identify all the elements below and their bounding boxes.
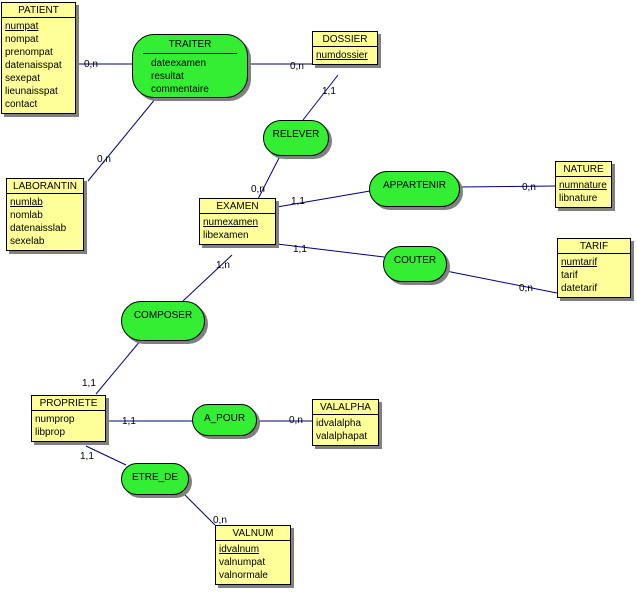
entity-nature[interactable]: NATURE numnature libnature xyxy=(555,161,612,208)
cardinality-laborantin-traiter: 0,n xyxy=(97,154,111,165)
association-title: COMPOSER xyxy=(133,310,193,321)
cardinality-tarif-couter: 0,n xyxy=(519,283,533,294)
cardinality-propriete-composer: 1,1 xyxy=(82,378,96,389)
entity-valalpha[interactable]: VALALPHA idvalalpha valalphapat xyxy=(312,399,379,446)
attribute: valnumpat xyxy=(219,557,266,568)
cardinality-valnum-etre-de: 0,n xyxy=(213,515,227,526)
attribute: dateexamen xyxy=(151,58,207,69)
entity-attributes: numdossier xyxy=(313,47,377,64)
entity-examen[interactable]: EXAMEN numexamen libexamen xyxy=(199,198,276,245)
entity-patient[interactable]: PATIENT numpat nompat prenompat datenais… xyxy=(1,2,76,114)
association-title: ETRE_DE xyxy=(131,472,179,483)
association-title: COUTER xyxy=(393,255,437,266)
cardinality-dossier-traiter: 0,n xyxy=(290,61,304,72)
entity-attributes: idvalnum valnumpat valnormale xyxy=(216,541,290,584)
attribute: idvalalpha xyxy=(316,418,362,429)
association-a-pour[interactable]: A_POUR xyxy=(192,404,257,436)
attribute: idvalnum xyxy=(219,544,260,555)
entity-tarif[interactable]: TARIF numtarif tarif datetarif xyxy=(557,238,631,298)
cardinality-dossier-relever: 1,1 xyxy=(322,86,336,97)
entity-title: PROPRIETE xyxy=(32,396,105,411)
cardinality-valalpha-a-pour: 0,n xyxy=(289,415,303,426)
association-traiter[interactable]: TRAITER dateexamen resultat commentaire xyxy=(132,34,248,98)
association-etre-de[interactable]: ETRE_DE xyxy=(121,463,189,495)
attribute: datenaisslab xyxy=(10,223,67,234)
association-attributes: dateexamen resultat commentaire xyxy=(133,54,247,96)
entity-title: DOSSIER xyxy=(313,32,377,47)
cardinality-examen-relever: 0,n xyxy=(251,184,265,195)
association-couter[interactable]: COUTER xyxy=(383,246,447,282)
link-propriete-etre-de xyxy=(85,445,127,466)
entity-attributes: numprop libprop xyxy=(32,411,105,441)
attribute: libnature xyxy=(559,193,598,204)
entity-attributes: numnature libnature xyxy=(556,177,611,207)
link-couter-tarif xyxy=(445,270,558,294)
attribute: valalphapat xyxy=(316,431,368,442)
attribute: libexamen xyxy=(203,230,249,241)
attribute: commentaire xyxy=(151,84,209,95)
attribute: numexamen xyxy=(203,217,259,228)
attribute: libprop xyxy=(35,427,66,438)
link-examen-couter xyxy=(276,243,385,258)
association-composer[interactable]: COMPOSER xyxy=(121,301,205,341)
association-title: APPARTENIR xyxy=(383,180,446,191)
attribute: sexepat xyxy=(5,73,41,84)
entity-title: TARIF xyxy=(558,239,630,254)
association-title: TRAITER xyxy=(143,35,237,54)
attribute: datetarif xyxy=(561,283,598,294)
attribute: nomlab xyxy=(10,210,43,221)
cardinality-nature-appartenir: 0,n xyxy=(522,182,536,193)
link-examen-appartenir xyxy=(276,190,371,208)
link-etre-de-valnum xyxy=(179,489,216,526)
entity-title: NATURE xyxy=(556,162,611,177)
attribute: lieunaisspat xyxy=(5,86,58,97)
entity-attributes: idvalalpha valalphapat xyxy=(313,415,378,445)
attribute: numdossier xyxy=(316,50,368,61)
link-examen-composer xyxy=(182,254,233,302)
attribute: numprop xyxy=(35,414,75,425)
attribute: numpat xyxy=(5,21,39,32)
attribute: nompat xyxy=(5,34,39,45)
attribute: numlab xyxy=(10,197,43,208)
entity-valnum[interactable]: VALNUM idvalnum valnumpat valnormale xyxy=(215,525,291,585)
link-relever-examen xyxy=(257,155,281,200)
entity-title: VALNUM xyxy=(216,526,290,541)
entity-dossier[interactable]: DOSSIER numdossier xyxy=(312,31,378,65)
attribute: numnature xyxy=(559,180,607,191)
attribute: sexelab xyxy=(10,236,45,247)
entity-title: LABORANTIN xyxy=(7,179,83,194)
attribute: valnormale xyxy=(219,570,268,581)
cardinality-propriete-a-pour: 1,1 xyxy=(122,416,136,427)
association-title: RELEVER xyxy=(272,129,320,140)
entity-attributes: numpat nompat prenompat datenaisspat sex… xyxy=(2,18,75,113)
attribute: numtarif xyxy=(561,257,598,268)
entity-title: EXAMEN xyxy=(200,199,275,214)
attribute: prenompat xyxy=(5,47,53,58)
association-appartenir[interactable]: APPARTENIR xyxy=(369,171,460,207)
attribute: tarif xyxy=(561,270,578,281)
entity-propriete[interactable]: PROPRIETE numprop libprop xyxy=(31,395,106,442)
link-composer-propriete xyxy=(95,339,142,395)
cardinality-examen-composer: 1,n xyxy=(216,260,230,271)
entity-title: PATIENT xyxy=(2,3,75,18)
association-title: A_POUR xyxy=(203,413,246,424)
cardinality-examen-couter: 1,1 xyxy=(293,244,307,255)
entity-attributes: numexamen libexamen xyxy=(200,214,275,244)
link-traiter-laborantin xyxy=(87,97,157,182)
entity-title: VALALPHA xyxy=(313,400,378,415)
attribute: resultat xyxy=(151,71,184,82)
attribute: datenaisspat xyxy=(5,60,62,71)
entity-attributes: numlab nomlab datenaisslab sexelab xyxy=(7,194,83,250)
cardinality-propriete-etre-de: 1,1 xyxy=(80,451,94,462)
association-relever[interactable]: RELEVER xyxy=(263,120,329,156)
cardinality-patient-traiter: 0,n xyxy=(84,59,98,70)
attribute: contact xyxy=(5,99,38,110)
entity-attributes: numtarif tarif datetarif xyxy=(558,254,630,297)
link-dossier-relever xyxy=(302,74,339,121)
entity-laborantin[interactable]: LABORANTIN numlab nomlab datenaisslab se… xyxy=(6,178,84,251)
cardinality-examen-appartenir: 1,1 xyxy=(291,196,305,207)
link-appartenir-nature xyxy=(459,185,556,188)
